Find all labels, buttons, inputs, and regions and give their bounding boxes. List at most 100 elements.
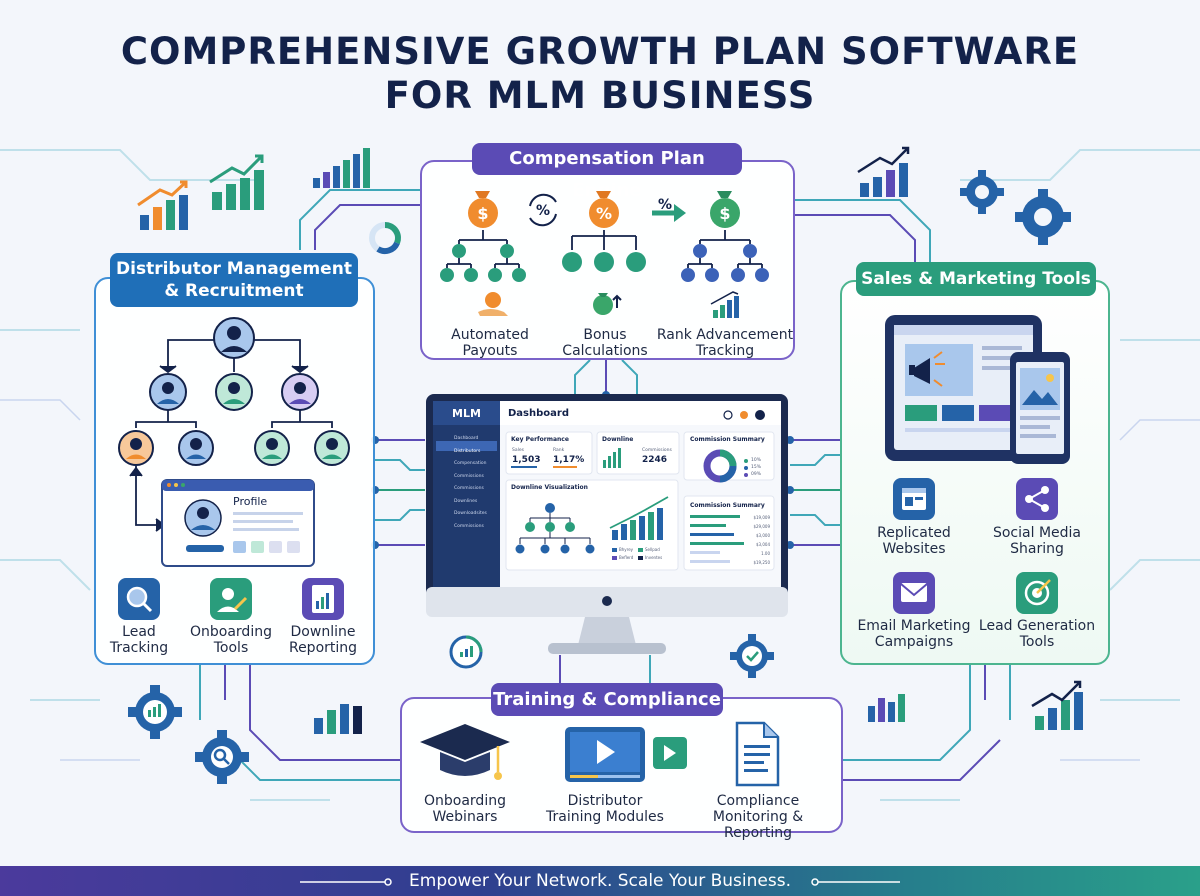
feature-label: Downline xyxy=(290,624,356,640)
kpi-label: Rank xyxy=(553,448,565,453)
legend-item: Inventes xyxy=(645,555,663,560)
feature-training-modules: Distributor Training Modules xyxy=(535,793,675,825)
page-title: COMPREHENSIVE GROWTH PLAN SOFTWARE FOR M… xyxy=(0,30,1200,118)
phone-icon xyxy=(1010,352,1070,464)
growth-chart-icon xyxy=(137,180,188,230)
feature-label: Tracking xyxy=(109,640,169,656)
footer-tagline: Empower Your Network. Scale Your Busines… xyxy=(409,871,791,891)
downline-tree-mini xyxy=(515,503,595,554)
feature-label: Distributor xyxy=(567,793,643,809)
summary-values: $19,009 $29,009 $3,000 $3,004 1.00 $19,2… xyxy=(742,513,770,567)
feature-label: Monitoring & Reporting xyxy=(712,809,804,841)
browser-icon xyxy=(893,478,935,520)
money-bag-up-icon xyxy=(593,293,622,315)
avatar-icon xyxy=(254,430,290,466)
share-icon xyxy=(1016,478,1058,520)
feature-label: Email Marketing xyxy=(857,618,971,634)
feature-label: Replicated xyxy=(877,525,951,541)
feature-onboarding-webinars: Onboarding Webinars xyxy=(405,793,525,825)
feature-label: Lead xyxy=(122,624,156,640)
donut-chart-icon xyxy=(369,222,401,254)
feature-label: Rank Advancement xyxy=(656,327,794,343)
feature-downline-reporting: Downline Reporting xyxy=(278,624,368,656)
target-icon xyxy=(1016,572,1058,614)
magnifier-icon xyxy=(118,578,160,620)
kpi-label: Sales xyxy=(512,448,524,453)
dashboard-title: Dashboard xyxy=(508,408,569,419)
nav-item[interactable]: Compensation xyxy=(454,461,487,466)
envelope-icon xyxy=(893,572,935,614)
feature-label: Automated xyxy=(451,327,529,343)
graduation-cap-icon xyxy=(420,724,510,780)
legend-item: Beflerd xyxy=(619,555,634,560)
money-bag-icon: $ xyxy=(468,191,498,228)
coin-icon xyxy=(681,244,769,282)
bar-chart-icon xyxy=(868,694,905,722)
gear-search-icon xyxy=(195,730,249,784)
gear-icon xyxy=(960,170,1004,214)
feature-lead-generation: Lead Generation Tools xyxy=(972,618,1102,650)
feature-label: Lead Generation xyxy=(978,618,1096,634)
tablet-icon xyxy=(885,315,1042,461)
feature-compliance-monitoring: Compliance Monitoring & Reporting xyxy=(677,793,839,841)
feature-label: Onboarding xyxy=(190,624,272,640)
bar-chart-icon xyxy=(314,704,362,734)
percent-symbol: % xyxy=(596,204,612,223)
percent-symbol: % xyxy=(536,203,550,219)
feature-automated-payouts: Automated Payouts xyxy=(430,327,550,359)
avatar-icon xyxy=(213,317,255,359)
nav-item[interactable]: Downlines xyxy=(454,498,478,504)
avatar-icon xyxy=(149,373,187,411)
percent-cycle-icon: % xyxy=(529,193,557,227)
feature-label: Sharing xyxy=(1010,541,1064,557)
bar-chart-icon xyxy=(313,148,370,188)
feature-label: Webinars xyxy=(432,809,498,825)
summary-value: $19,250 xyxy=(753,560,770,565)
feature-label: Social Media xyxy=(992,525,1081,541)
dollar-symbol: $ xyxy=(719,204,730,223)
avatar-icon xyxy=(178,430,214,466)
nav-item[interactable]: Distributors xyxy=(454,448,481,454)
sales-heading: Sales & Marketing Tools xyxy=(856,262,1096,296)
donut-chart-icon xyxy=(449,635,483,669)
title-line-1: COMPREHENSIVE GROWTH PLAN SOFTWARE xyxy=(120,30,1080,73)
title-line-2: FOR MLM BUSINESS xyxy=(384,74,816,117)
money-bag-icon: $ xyxy=(710,191,740,228)
coin-icon xyxy=(562,252,646,272)
nav-item[interactable]: Commissions xyxy=(454,486,484,491)
summary-value: 1.00 xyxy=(761,551,770,556)
nav-item[interactable]: Commissions xyxy=(454,523,484,529)
distributor-heading: Distributor Management & Recruitment xyxy=(110,253,358,307)
feature-label: Tracking xyxy=(695,343,755,359)
nav-item[interactable]: Downloadsites xyxy=(454,511,487,516)
kpi-value: 1,503 xyxy=(512,455,541,465)
profile-label: Profile xyxy=(233,495,268,508)
kpi-value: 1,17% xyxy=(553,455,585,465)
user-edit-icon xyxy=(210,578,252,620)
feature-label: Tools xyxy=(213,640,249,656)
nav-item[interactable]: Dashboard xyxy=(454,436,479,441)
feature-label: Bonus xyxy=(583,327,627,343)
percent-arrow-icon: % xyxy=(652,197,686,222)
nav-item[interactable]: Commissions xyxy=(454,473,484,479)
summary-value: $3,000 xyxy=(756,533,770,538)
kpi-title: Key Performance xyxy=(511,436,569,443)
downline-title: Downline xyxy=(602,436,634,443)
feature-bonus-calculations: Bonus Calculations xyxy=(545,327,665,359)
dashboard-brand: MLM xyxy=(452,407,481,420)
coin-icon xyxy=(440,244,526,282)
growth-chart-icon xyxy=(857,146,910,197)
dashboard-sidebar-nav: Dashboard Distributors Compensation Comm… xyxy=(454,433,498,533)
distributor-heading-line-1: Distributor Management xyxy=(116,259,352,279)
feature-email-marketing: Email Marketing Campaigns xyxy=(848,618,980,650)
feature-label: Tools xyxy=(1019,634,1055,650)
commission-pct: 10% xyxy=(751,458,762,463)
downline-sub: Commissions xyxy=(642,448,672,453)
